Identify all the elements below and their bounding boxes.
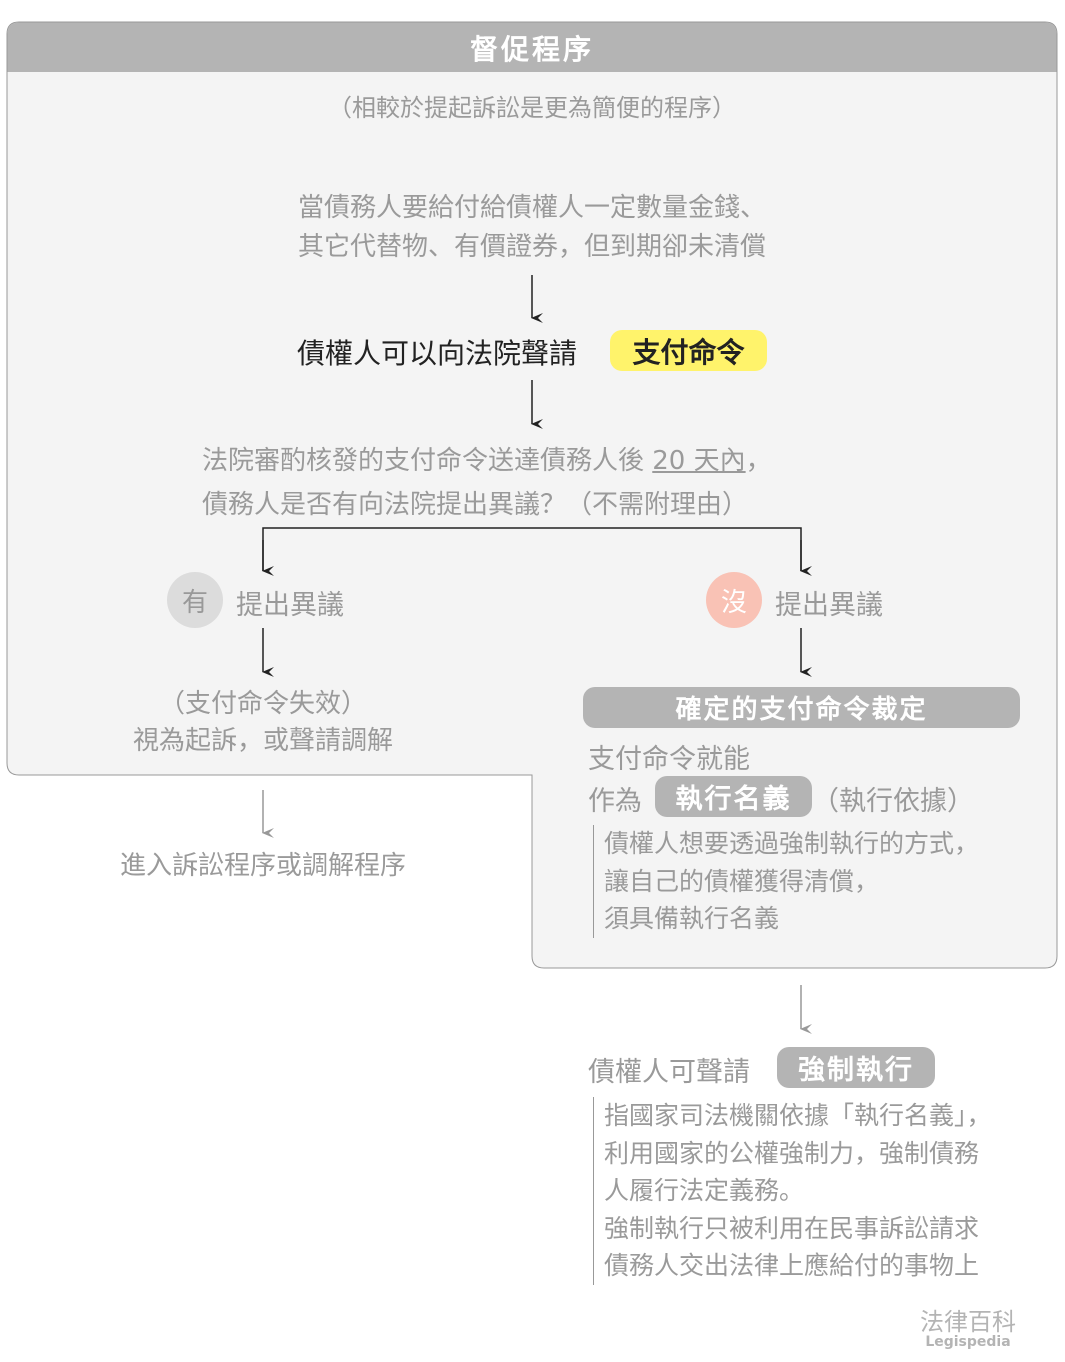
yes-next: 進入訴訟程序或調解程序 [119, 851, 407, 881]
no-line: 作為 [588, 786, 642, 817]
enforcement-title-pill: 執行名義 [655, 776, 812, 817]
question-line: 法院審酌核發的支付命令送達債務人後 20 天內， [202, 440, 772, 477]
question-line: 債務人是否有向法院提出異議？（不需附理由） [202, 490, 749, 520]
header-bar [7, 22, 1057, 72]
note-line: 債權人想要透過強制執行的方式， [604, 829, 980, 858]
yes-result: （支付命令失效） [158, 689, 368, 719]
question-text: 法院審酌核發的支付命令送達債務人後 [202, 446, 653, 476]
intro-line: 其它代替物、有價證券，但到期卻未清償 [297, 232, 767, 262]
logo-zh: 法律百科 [920, 1308, 1016, 1336]
no-note: 債權人想要透過強制執行的方式， 讓自己的債權獲得清償， 須具備執行名義 [593, 825, 979, 938]
apply-text: 債權人可以向法院聲請 [297, 337, 578, 370]
yes-label: 提出異議 [236, 590, 344, 621]
subtitle: （相較於提起訴訟是更為簡便的程序） [328, 94, 736, 122]
yes-result: 視為起訴，或聲請調解 [132, 726, 394, 756]
no-label: 提出異議 [775, 590, 883, 621]
logo-en: Legispedia [925, 1334, 1011, 1350]
enforce-note: 指國家司法機關依據「執行名義」， 利用國家的公權強制力，強制債務 人履行法定義務… [593, 1097, 992, 1285]
note-line: 利用國家的公權強制力，強制債務 [604, 1138, 980, 1168]
note-line: 強制執行只被利用在民事訴訟請求 [604, 1213, 980, 1243]
no-line: （執行依據） [812, 786, 974, 817]
deadline: 20 天內 [652, 446, 746, 476]
yes-badge: 有 [167, 572, 223, 628]
final-order-title: 確定的支付命令裁定 [583, 687, 1020, 728]
no-line: 支付命令就能 [588, 744, 750, 775]
no-badge: 沒 [706, 572, 762, 628]
panel [6, 21, 1058, 969]
payment-order-highlight: 支付命令 [610, 330, 767, 371]
note-line: 人履行法定義務。 [604, 1176, 805, 1205]
note-line: 債務人交出法律上應給付的事物上 [604, 1251, 980, 1280]
question-text: ， [745, 446, 772, 476]
note-line: 指國家司法機關依據「執行名義」， [604, 1101, 992, 1130]
enforce-text: 債權人可聲請 [588, 1057, 750, 1088]
compulsory-execution-pill: 強制執行 [777, 1047, 935, 1088]
intro-line: 當債務人要給付給債權人一定數量金錢、 [297, 193, 767, 223]
page-title: 督促程序 [469, 33, 595, 66]
note-line: 須具備執行名義 [604, 904, 780, 933]
note-line: 讓自己的債權獲得清償， [604, 866, 880, 896]
